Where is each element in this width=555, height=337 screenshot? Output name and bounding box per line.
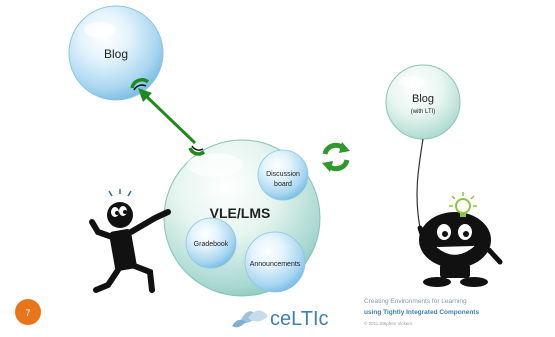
left-figure: [89, 189, 171, 293]
double-arrow-icon: [138, 88, 152, 102]
discussion-label-2: board: [274, 181, 292, 188]
right-figure: [417, 212, 503, 287]
page-number: 7: [25, 308, 30, 318]
plug-socket-left: [130, 78, 150, 91]
celtic-knot-icon: [232, 310, 268, 328]
announcements-label: Announcements: [250, 261, 301, 268]
plug-socket-vle: [188, 145, 206, 156]
lightbulb-icon: [449, 192, 477, 217]
blog-right-label: Blog: [412, 93, 434, 105]
gradebook-bubble: Gradebook: [185, 217, 237, 269]
discussion-board-bubble: Discussion board: [257, 149, 309, 201]
footer-tagline: Creating Environments for Learning using…: [364, 298, 479, 326]
connection-arrow: [138, 88, 197, 145]
logo-text: ceLTIc: [270, 308, 329, 330]
tagline-line2: using Tightly Integrated Components: [364, 309, 479, 316]
vle-label: VLE/LMS: [210, 205, 271, 221]
gradebook-label: Gradebook: [194, 241, 229, 248]
page-number-badge: 7: [15, 299, 41, 325]
announcements-bubble: Announcements: [244, 231, 306, 293]
discussion-label-1: Discussion: [266, 171, 300, 178]
blog-left-label: Blog: [104, 47, 128, 61]
tagline-line3: © 2011 Stephen Vickers: [364, 320, 413, 326]
blog-bubble-right: Blog (with LTI): [385, 64, 461, 140]
blog-right-sublabel: (with LTI): [411, 109, 436, 115]
tagline-line1: Creating Environments for Learning: [364, 298, 467, 305]
blog-bubble-left: Blog: [68, 5, 164, 101]
celtic-logo: ceLTIc: [232, 308, 329, 330]
refresh-icon: [322, 142, 350, 172]
balloon-string: [416, 138, 424, 229]
